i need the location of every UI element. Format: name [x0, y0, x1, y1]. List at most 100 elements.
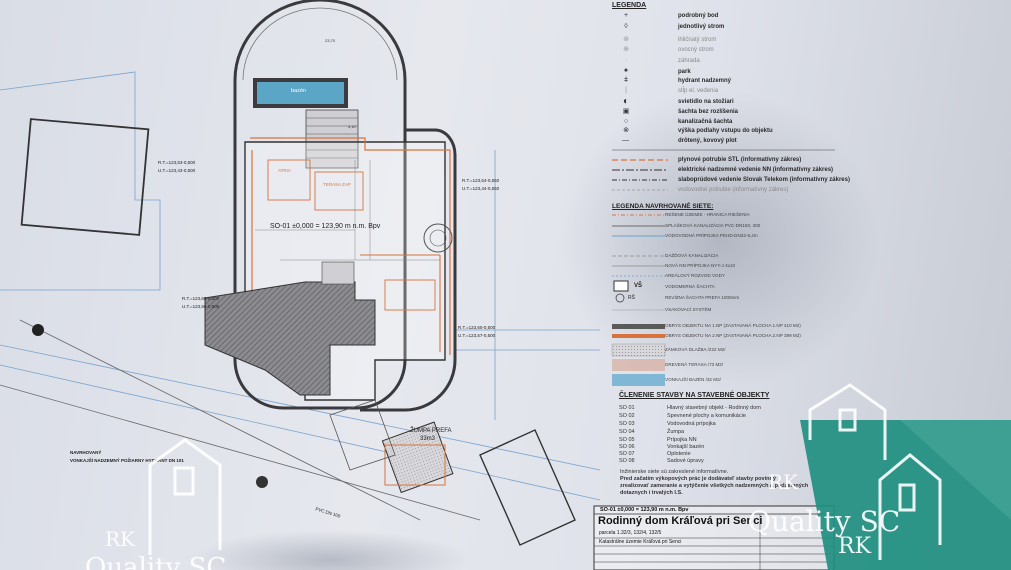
sewer-manhole-icon: ○ — [623, 118, 629, 125]
object-code: SO 05 — [619, 437, 635, 443]
parcel-lines — [0, 71, 601, 501]
location-info: Katastrálne územie Kráľová pri Senci — [599, 539, 682, 545]
object-name: Hlavný stavebný objekt - Rodinný dom — [667, 405, 761, 411]
level-rt-3: R.T.=123,65-0,500 — [182, 296, 220, 301]
watermark-name-left: Quality SC — [85, 553, 227, 570]
note-line: Pred začatím výkopových prác je dodávate… — [620, 476, 776, 482]
legend-item: ovocný strom — [678, 47, 714, 53]
title-elevation: SO-01 ±0,000 = 123,90 m n.m. Bpv — [600, 507, 689, 513]
pool-label: bazén — [291, 88, 306, 94]
conifer-icon: ⊛ — [623, 36, 629, 43]
nav-item: REŠENE ÚZEMIE - HRANICA RIEŠENIA — [665, 212, 750, 217]
object-name: Žumpa — [667, 429, 685, 435]
revision-code: RŠ — [628, 295, 635, 301]
nav-item: VODOMERNÁ ŠACHTA — [665, 284, 715, 289]
legend-item: stĺp el. vedenia — [678, 88, 719, 94]
legend-item: podrobný bod — [678, 13, 719, 19]
watermark-rk: RK — [768, 470, 798, 494]
level-ut-2: U.T.=123,44-0,550 — [462, 186, 500, 191]
septic-tank — [381, 421, 454, 494]
nav-item: OBRYS OBJEKTU NA 2.NP (ZASTAVANÁ PLOCHA … — [665, 333, 801, 338]
building-elevation-label: SO-01 ±0,000 = 123,90 m n.m. Bpv — [270, 223, 381, 230]
object-code: SO 03 — [619, 421, 635, 427]
object-name: Vodovodná prípojka — [667, 421, 716, 427]
legend-item: ihličnatý strom — [678, 37, 717, 43]
survey-point-icon: + — [623, 12, 629, 19]
tree-icon: ◊ — [624, 23, 628, 30]
object-code: SO 08 — [619, 458, 635, 464]
level-rt-4: R.T.=123,60-0,500 — [458, 325, 496, 330]
park-icon: ♠ — [624, 67, 628, 74]
pole-icon: | — [625, 87, 627, 94]
legend-item: záhrada — [678, 58, 700, 64]
atria-label: ATRIA — [278, 168, 291, 173]
manhole-icon: ▣ — [622, 108, 630, 115]
nav-item: VONKAJŠÍ BAZÉN /32 M2/ — [665, 377, 721, 382]
nav-item: DREVENÁ TERASA /73 M2/ — [665, 362, 724, 367]
fence-icon: — — [622, 137, 629, 144]
legend-item: park — [678, 69, 691, 75]
parcel-info: parcela 1.32/3, 132/4, 132/5 — [599, 530, 662, 536]
legend-item: šachta bez rozlíšenia — [678, 109, 739, 115]
nav-item: SPLAŠKOVÁ KANALIZÁCIA PVC-DN150, 200 — [665, 223, 761, 228]
nav-item: ZÁMKOVÁ DLAŽBA /222 M2/ — [665, 347, 726, 352]
neighbour-building — [20, 118, 150, 236]
watermark-name: Quality SC — [748, 505, 901, 538]
hydrant-symbol — [32, 324, 44, 336]
stairs — [305, 109, 359, 169]
terasa-label: TERASA ZAP — [323, 182, 351, 187]
legend-item: hydrant nadzemný — [678, 78, 732, 84]
svg-text:4,10: 4,10 — [348, 124, 357, 129]
legend-line-electric: elektrické nadzemné vedenie NN (informat… — [678, 167, 834, 173]
terasa-box — [314, 171, 364, 211]
shadow — [560, 90, 880, 390]
lamp-icon: ◐ — [622, 96, 630, 107]
object-code: SO 01 — [619, 405, 635, 411]
object-code: SO 02 — [619, 413, 635, 419]
legend-title: LEGENDA — [612, 2, 647, 9]
level-ut-1: U.T.=123,43-0,500 — [158, 168, 196, 173]
hydrant-note-line2: VONKAJŠÍ NADZEMNÝ POŽIARNY HYDRANT DN 10… — [70, 458, 184, 463]
legend-line-water: vodovodné potrubie (informatívny zákres) — [678, 187, 789, 193]
hydrant-icon: ǂ — [623, 77, 629, 84]
nav-item: DAŽĎOVÁ KANALIZÁCIA — [665, 253, 719, 258]
legend-item: výška podlahy vstupu do objektu — [678, 128, 773, 134]
objects-title: ČLENENIE STAVBY NA STAVEBNÉ OBJEKTY — [619, 392, 770, 399]
legend-item: jednotlivý strom — [678, 24, 725, 30]
object-name: Sadové úpravy — [667, 458, 704, 464]
legend-line-gas: plynové potrubie STL (informatívny zákre… — [678, 157, 802, 163]
nav-item: VODOVODNÁ PRÍPOJKA PEHD-DN32-6,4m — [665, 233, 758, 238]
note-line: Inžinierske siete sú zakreslené informat… — [620, 469, 729, 475]
floor-height-icon: ⊗ — [623, 127, 629, 134]
nav-item: OBRYS OBJEKTU NA 1.NP (ZASTAVANÁ PLOCHA … — [665, 323, 801, 328]
object-code: SO 06 — [619, 444, 635, 450]
project-title: Rodinný dom Kráľová pri Senci — [598, 515, 763, 527]
object-name: Spevnené plochy a komunikácie — [667, 413, 746, 419]
septic-volume: 33m3 — [420, 436, 436, 442]
water-meter-code: VŠ — [634, 283, 643, 289]
legend-item: kanalizačná šachta — [678, 119, 733, 125]
legend-item: drôtený, kovový plot — [678, 138, 737, 144]
level-rt-1: R.T.=123,53-0,500 — [158, 160, 196, 165]
nav-item: VSAKOVACÍ SYSTÉM — [665, 307, 712, 312]
note-line: zrealizovať zameranie a vytýčenie všetký… — [620, 483, 809, 489]
level-ut-4: U.T.=123,57-0,500 — [458, 333, 496, 338]
garden-icon: · — [624, 57, 628, 64]
level-rt-2: R.T.=123,54-0,550 — [462, 178, 500, 183]
septic-title: ŽUMPA PREFA — [410, 428, 452, 434]
level-ut-3: U.T.=123,56-0,500 — [182, 304, 220, 309]
nav-item: REVÍZNA ŠACHTA PREFA 1000mm — [665, 295, 740, 300]
note-line: dotaznych i trvalých I.S. — [620, 490, 683, 496]
nav-item: NOVÁ NN PRÍPOJKA NYY-J 4x10 — [665, 263, 736, 268]
svg-text:23,70: 23,70 — [325, 38, 336, 43]
object-name: Prípojka NN — [667, 437, 697, 443]
legend-line-telecom: slaboprúdové vedenie Slovak Telekom (inf… — [678, 177, 850, 183]
watermark-rk-left: RK — [105, 527, 135, 551]
watermark-rk-logo: RK — [838, 534, 871, 559]
nav-item: AREÁLOVÝ ROZVOD VODY — [665, 273, 725, 278]
object-code: SO 07 — [619, 451, 635, 457]
pool-water — [257, 82, 344, 104]
hydrant-note-line1: NAVRHOVANÝ — [70, 450, 102, 455]
